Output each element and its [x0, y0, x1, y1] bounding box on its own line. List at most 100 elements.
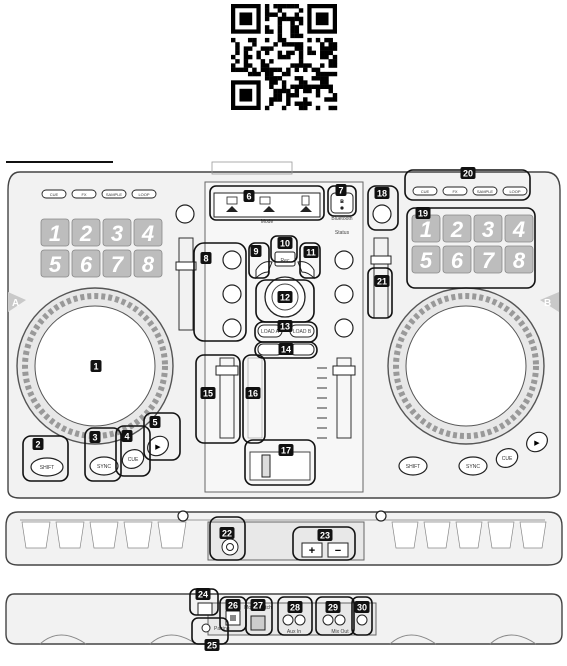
svg-text:17: 17 [281, 445, 291, 455]
svg-text:20: 20 [463, 168, 473, 178]
svg-text:11: 11 [306, 247, 316, 257]
headphone-jack[interactable] [222, 539, 238, 555]
svg-text:CUE: CUE [128, 457, 139, 463]
pad-1[interactable]: 1 [41, 219, 69, 246]
pad-4[interactable]: 4 [505, 215, 533, 242]
svg-text:1: 1 [49, 221, 61, 246]
svg-text:25: 25 [207, 640, 217, 650]
svg-text:16: 16 [248, 388, 258, 398]
svg-text:8: 8 [142, 252, 155, 277]
pad-2[interactable]: 2 [443, 215, 471, 242]
deck-button-loop[interactable]: LOOP [503, 187, 527, 195]
callout-badge-11: 11 [304, 246, 319, 258]
left-front-knob[interactable] [178, 511, 188, 521]
pad-8[interactable]: 8 [505, 246, 533, 273]
deck-button-sample[interactable]: SAMPLE [102, 190, 126, 198]
right-low-knob[interactable] [335, 319, 353, 337]
deck-button-loop[interactable]: LOOP [132, 190, 156, 198]
pad-6[interactable]: 6 [72, 250, 100, 277]
svg-text:8: 8 [513, 248, 526, 273]
right-shift-button[interactable]: SHIFT [399, 457, 427, 475]
headphone-volume-plus-button[interactable]: + [302, 543, 322, 557]
pad-4[interactable]: 4 [134, 219, 162, 246]
deck-button-fx[interactable]: FX [72, 190, 96, 198]
svg-text:2: 2 [79, 221, 93, 246]
callout-badge-8: 8 [201, 252, 212, 264]
right-high-knob[interactable] [335, 251, 353, 269]
deck-button-cue[interactable]: CUE [413, 187, 437, 195]
svg-text:4: 4 [141, 221, 154, 246]
pad-1[interactable]: 1 [412, 215, 440, 242]
callout-badge-12: 12 [278, 291, 293, 303]
svg-text:7: 7 [111, 252, 125, 277]
right-front-knob[interactable] [376, 511, 386, 521]
left-high-knob[interactable] [223, 251, 241, 269]
pad-3[interactable]: 3 [474, 215, 502, 242]
power-switch[interactable] [198, 603, 212, 615]
pad-8[interactable]: 8 [134, 250, 162, 277]
svg-text:2: 2 [450, 217, 464, 242]
svg-text:27: 27 [253, 600, 263, 610]
svg-text:▶: ▶ [534, 440, 540, 447]
rec-button[interactable]: Rec [275, 252, 295, 266]
pad-7[interactable]: 7 [103, 250, 131, 277]
svg-text:CUE: CUE [421, 189, 430, 194]
crossfader[interactable] [250, 452, 310, 480]
pad-5[interactable]: 5 [41, 250, 69, 277]
left-low-knob[interactable] [223, 319, 241, 337]
left-sync-button[interactable]: SYNC [90, 457, 118, 475]
pad-2[interactable]: 2 [72, 219, 100, 246]
callout-badge-4: 4 [122, 430, 133, 442]
deck-button-fx[interactable]: FX [443, 187, 467, 195]
callout-badge-29: 29 [326, 601, 341, 613]
callout-badge-17: 17 [279, 444, 294, 456]
deck-button-cue[interactable]: CUE [42, 190, 66, 198]
callout-badge-22: 22 [220, 527, 235, 539]
svg-text:SHIFT: SHIFT [406, 464, 420, 470]
svg-text:6: 6 [80, 252, 93, 277]
svg-text:7: 7 [338, 185, 343, 195]
deck-b-letter: B [544, 298, 551, 309]
master-out-jack[interactable] [357, 615, 367, 625]
left-deck-knob[interactable] [176, 205, 194, 223]
svg-text:1: 1 [420, 217, 432, 242]
left-mid-knob[interactable] [223, 285, 241, 303]
callout-badge-24: 24 [196, 588, 211, 600]
svg-text:Rec: Rec [281, 258, 290, 264]
svg-text:5: 5 [420, 248, 433, 273]
callout-badge-19: 19 [416, 207, 431, 219]
svg-text:CUE: CUE [50, 192, 59, 197]
pad-5[interactable]: 5 [412, 246, 440, 273]
callout-badge-26: 26 [226, 599, 241, 611]
callout-badge-10: 10 [278, 237, 293, 249]
svg-text:Bluetooth: Bluetooth [331, 216, 352, 222]
svg-text:Status: Status [335, 230, 350, 236]
svg-text:▶: ▶ [155, 444, 161, 451]
svg-text:FX: FX [81, 192, 86, 197]
svg-text:28: 28 [290, 602, 300, 612]
callout-badge-20: 20 [461, 167, 476, 179]
load-b-button[interactable]: LOAD B [290, 325, 314, 337]
callout-badge-14: 14 [279, 343, 294, 355]
pad-6[interactable]: 6 [443, 246, 471, 273]
headphone-volume-minus-button[interactable]: − [328, 543, 348, 557]
pad-3[interactable]: 3 [103, 219, 131, 246]
svg-text:12: 12 [280, 292, 290, 302]
svg-text:6: 6 [451, 248, 464, 273]
right-browse-knob[interactable] [373, 205, 391, 223]
callout-badge-15: 15 [201, 387, 216, 399]
svg-text:1: 1 [93, 361, 98, 371]
left-shift-button[interactable]: SHIFT [31, 458, 63, 476]
svg-text:3: 3 [111, 221, 123, 246]
left-eq-knobs [223, 251, 241, 337]
pad-7[interactable]: 7 [474, 246, 502, 273]
svg-text:Aux In: Aux In [287, 629, 301, 635]
callout-badge-3: 3 [90, 431, 101, 443]
svg-text:23: 23 [320, 530, 330, 540]
right-jog-wheel[interactable] [388, 288, 544, 444]
right-mid-knob[interactable] [335, 285, 353, 303]
deck-button-sample[interactable]: SAMPLE [473, 187, 497, 195]
right-sync-button[interactable]: SYNC [459, 457, 487, 475]
callout-badge-7: 7 [336, 184, 347, 196]
